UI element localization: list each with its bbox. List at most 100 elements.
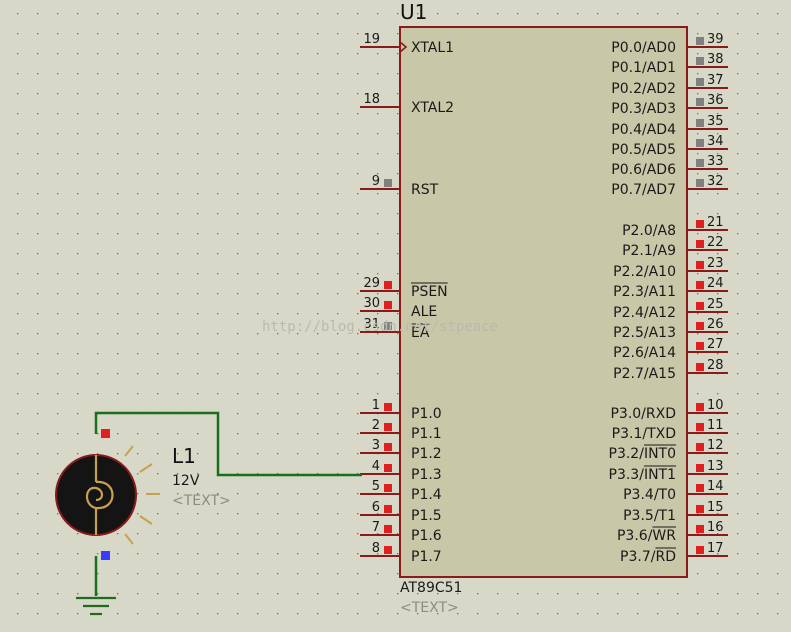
pin-number: 4 bbox=[372, 459, 380, 474]
pin-label: P0.7/AD7 bbox=[611, 182, 676, 198]
pin-number: 18 bbox=[363, 92, 380, 107]
chip-designator: U1 bbox=[400, 0, 427, 24]
pin-label: RST bbox=[411, 182, 439, 198]
pin-state-marker bbox=[384, 443, 392, 451]
pin-number: 13 bbox=[707, 459, 724, 474]
lamp-pin-top-marker[interactable] bbox=[101, 429, 110, 438]
right-pin-group: 39P0.0/AD038P0.1/AD137P0.2/AD236P0.3/AD3… bbox=[609, 32, 729, 565]
pin-state-marker bbox=[696, 423, 704, 431]
pin-p1-1[interactable]: 2P1.1 bbox=[360, 418, 442, 442]
pin-label: P2.0/A8 bbox=[622, 223, 676, 239]
pin-label: P1.1 bbox=[411, 426, 442, 442]
pin-label: ALE bbox=[411, 304, 437, 320]
lamp-glow-icon bbox=[124, 445, 160, 545]
pin-label: P0.5/AD5 bbox=[611, 142, 676, 158]
pin-state-marker bbox=[384, 403, 392, 411]
pin-label: P0.0/AD0 bbox=[611, 40, 676, 56]
pin-number: 5 bbox=[372, 479, 380, 494]
pin-label: P1.2 bbox=[411, 446, 442, 462]
pin-label: P0.1/AD1 bbox=[611, 60, 676, 76]
pin-label: P2.6/A14 bbox=[613, 345, 676, 361]
pin-p1-5[interactable]: 6P1.5 bbox=[360, 500, 442, 524]
microcontroller-body[interactable] bbox=[399, 26, 688, 578]
pin-state-marker bbox=[696, 139, 704, 147]
lamp-filament-icon bbox=[85, 455, 114, 535]
pin-label: P1.0 bbox=[411, 406, 442, 422]
pin-label: P0.2/AD2 bbox=[611, 81, 676, 97]
pin-number: 36 bbox=[707, 93, 724, 108]
pin-label: P1.7 bbox=[411, 549, 442, 565]
pin-label: P2.1/A9 bbox=[622, 243, 676, 259]
pin-number: 10 bbox=[707, 398, 724, 413]
pin-p1-6[interactable]: 7P1.6 bbox=[360, 520, 442, 544]
pin-number: 35 bbox=[707, 114, 724, 129]
pin-label: P2.4/A12 bbox=[613, 305, 676, 321]
pin-state-marker bbox=[384, 301, 392, 309]
pin-state-marker bbox=[384, 484, 392, 492]
lamp-pin-bottom-marker[interactable] bbox=[101, 551, 110, 560]
pin-number: 22 bbox=[707, 235, 724, 250]
pin-label: P0.3/AD3 bbox=[611, 101, 676, 117]
pin-label: P1.3 bbox=[411, 467, 442, 483]
pin-label: P3.1/TXD bbox=[612, 426, 676, 442]
ground-icon[interactable] bbox=[76, 596, 116, 616]
pin-state-marker bbox=[696, 220, 704, 228]
pin-label-overbar: INT0 bbox=[644, 446, 676, 462]
pin-number: 25 bbox=[707, 297, 724, 312]
pin-p1-4[interactable]: 5P1.4 bbox=[360, 479, 442, 503]
pin-label: P2.2/A10 bbox=[613, 264, 676, 280]
pin-label: XTAL2 bbox=[411, 100, 454, 116]
wire-p13-to-lamp[interactable] bbox=[94, 411, 362, 477]
pin-number: 12 bbox=[707, 438, 724, 453]
pin-state-marker bbox=[696, 78, 704, 86]
pin-p1-7[interactable]: 8P1.7 bbox=[360, 541, 442, 565]
glow-ray bbox=[139, 463, 153, 473]
pin-state-marker bbox=[696, 57, 704, 65]
pin-p1-0[interactable]: 1P1.0 bbox=[360, 398, 442, 422]
pin-state-marker bbox=[696, 505, 704, 513]
pin-state-marker bbox=[384, 179, 392, 187]
pin-p1-2[interactable]: 3P1.2 bbox=[360, 438, 442, 462]
pin-state-marker bbox=[696, 342, 704, 350]
pin-p1-3[interactable]: 4P1.3 bbox=[360, 459, 442, 483]
pin-number: 29 bbox=[363, 276, 380, 291]
pin-state-marker bbox=[696, 159, 704, 167]
lamp-component[interactable] bbox=[55, 429, 160, 560]
pin-label: P3.7/RD bbox=[620, 549, 676, 565]
glow-ray bbox=[139, 515, 153, 525]
pin-label: P2.3/A11 bbox=[613, 284, 676, 300]
pin-number: 39 bbox=[707, 32, 724, 47]
